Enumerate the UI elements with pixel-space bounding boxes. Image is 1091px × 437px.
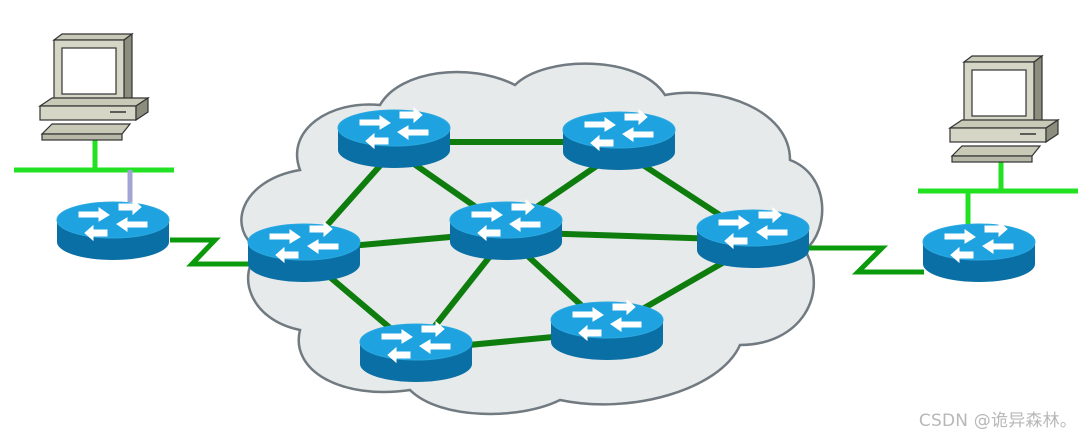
core-router-bottom-right-icon[interactable] xyxy=(550,299,664,361)
core-router-top-right-icon[interactable] xyxy=(562,109,676,171)
host-left-computer-icon[interactable] xyxy=(39,33,149,141)
core-router-bottom-left-icon[interactable] xyxy=(359,321,473,383)
core-router-right-icon[interactable] xyxy=(696,207,810,269)
wan-link-left xyxy=(170,237,250,267)
core-router-center-icon[interactable] xyxy=(449,199,563,261)
wan-link-right xyxy=(808,245,924,275)
watermark-text: CSDN @诡异森林。 xyxy=(918,411,1077,431)
core-router-left-icon[interactable] xyxy=(247,221,361,283)
core-router-top-left-icon[interactable] xyxy=(337,107,451,169)
edge-router-right-icon[interactable] xyxy=(922,221,1036,283)
edge-router-left-icon[interactable] xyxy=(56,199,170,261)
host-right-computer-icon[interactable] xyxy=(949,55,1059,163)
